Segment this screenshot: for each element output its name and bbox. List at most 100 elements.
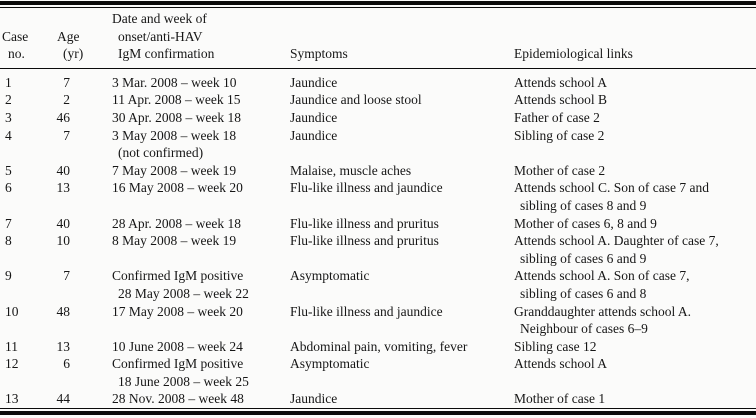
cell-line: 3 May 2008 – week 18 (112, 127, 237, 143)
case-no-cell: 5 (5, 162, 12, 178)
header-row: Case no. Age (yr) Date and week of onset… (0, 8, 756, 69)
symptoms-cell: Flu-like illness and jaundice (290, 180, 443, 196)
header-line: (yr) (63, 46, 84, 62)
cell-line: Neighbour of cases 6–9 (520, 321, 648, 337)
header-line: Epidemiological links (514, 46, 633, 62)
symptoms-cell: Jaundice (290, 127, 338, 143)
cell-line: 28 Apr. 2008 – week 18 (112, 215, 241, 231)
cell-line: 3 Mar. 2008 – week 10 (112, 74, 237, 90)
date-week-cell: 11 Apr. 2008 – week 15 (110, 91, 290, 109)
epidemiological-links-cell: Attends school B (514, 91, 756, 109)
age-cell: 7 (63, 127, 70, 143)
case-no-cell: 2 (5, 92, 12, 108)
cell-line: Mother of case 2 (514, 162, 606, 178)
symptoms-cell: Flu-like illness and pruritus (290, 215, 439, 231)
case-no-cell: 11 (5, 338, 18, 354)
header-epidemiological-links: Epidemiological links (514, 8, 756, 69)
cell-line: 8 May 2008 – week 19 (112, 233, 237, 249)
cell-line: Attends school C. Son of case 7 and (514, 180, 709, 196)
age-cell: 13 (56, 180, 71, 196)
age-cell: 10 (56, 233, 71, 249)
epidemiological-links-cell: Mother of case 1 (514, 390, 756, 408)
cell-line: 30 Apr. 2008 – week 18 (112, 109, 241, 125)
table-row: 6 13 16 May 2008 – week 20 Flu-like illn… (0, 179, 756, 214)
case-no-cell: 10 (5, 303, 19, 319)
symptoms-cell: Asymptomatic (290, 356, 370, 372)
symptoms-cell: Flu-like illness and jaundice (290, 303, 443, 319)
table-top-double-rule (0, 1, 756, 8)
case-no-cell: 13 (5, 391, 19, 407)
symptoms-cell: Jaundice (290, 109, 338, 125)
cell-line: Confirmed IgM positive (112, 268, 244, 284)
date-week-cell: 8 May 2008 – week 19 (110, 232, 290, 267)
epidemiological-links-cell: Attends school A. Son of case 7,sibling … (514, 267, 756, 302)
age-cell: 40 (56, 215, 71, 231)
table-row: 2 2 11 Apr. 2008 – week 15 Jaundice and … (0, 91, 756, 109)
date-week-cell: 10 June 2008 – week 24 (110, 338, 290, 356)
table-bottom-double-rule (0, 408, 756, 416)
age-cell: 48 (56, 303, 71, 319)
epidemiological-links-cell: Mother of cases 6, 8 and 9 (514, 215, 756, 233)
table-row: 11 13 10 June 2008 – week 24 Abdominal p… (0, 338, 756, 356)
cell-line: Mother of case 1 (514, 391, 606, 407)
table-row: 8 10 8 May 2008 – week 19 Flu-like illne… (0, 232, 756, 267)
case-no-cell: 4 (5, 127, 12, 143)
cell-line: sibling of cases 6 and 8 (520, 285, 647, 301)
date-week-cell: 3 May 2008 – week 18(not confirmed) (110, 127, 290, 162)
header-age: Age (yr) (52, 8, 110, 69)
case-no-cell: 6 (5, 180, 12, 196)
case-no-cell: 9 (5, 268, 12, 284)
header-line: no. (8, 46, 25, 62)
header-line: Case (2, 28, 29, 44)
cell-line: 7 May 2008 – week 19 (112, 162, 237, 178)
age-cell: 6 (63, 356, 70, 372)
age-cell: 40 (56, 162, 71, 178)
header-line: IgM confirmation (118, 46, 215, 62)
symptoms-cell: Jaundice and loose stool (290, 92, 422, 108)
cell-line: 18 June 2008 – week 25 (118, 373, 249, 389)
cell-line: Father of case 2 (514, 109, 600, 125)
cell-line: Attends school A (514, 74, 607, 90)
table-row: 10 48 17 May 2008 – week 20 Flu-like ill… (0, 303, 756, 338)
case-table: Case no. Age (yr) Date and week of onset… (0, 8, 756, 408)
date-week-cell: 28 Apr. 2008 – week 18 (110, 215, 290, 233)
case-no-cell: 7 (5, 215, 12, 231)
table-row: 5 40 7 May 2008 – week 19 Malaise, muscl… (0, 162, 756, 180)
cell-line: Sibling of case 2 (514, 127, 605, 143)
case-no-cell: 3 (5, 109, 12, 125)
age-cell: 7 (63, 74, 70, 90)
header-line: Symptoms (290, 46, 348, 62)
epidemiological-links-cell: Attends school A. Daughter of case 7,sib… (514, 232, 756, 267)
cell-line: 28 Nov. 2008 – week 48 (112, 391, 244, 407)
table-row: 1 7 3 Mar. 2008 – week 10 Jaundice Atten… (0, 68, 756, 91)
header-line: Date and week of (112, 11, 207, 26)
header-line: onset/anti-HAV (118, 28, 203, 44)
cell-line: Sibling case 12 (514, 338, 597, 354)
epidemiological-links-cell: Sibling of case 2 (514, 127, 756, 162)
header-symptoms: Symptoms (290, 8, 514, 69)
epidemiological-links-cell: Sibling case 12 (514, 338, 756, 356)
table-row: 4 7 3 May 2008 – week 18(not confirmed) … (0, 127, 756, 162)
table-body: 1 7 3 Mar. 2008 – week 10 Jaundice Atten… (0, 68, 756, 408)
age-cell: 46 (56, 109, 71, 125)
date-week-cell: 28 Nov. 2008 – week 48 (110, 390, 290, 408)
symptoms-cell: Asymptomatic (290, 268, 370, 284)
date-week-cell: 16 May 2008 – week 20 (110, 179, 290, 214)
age-cell: 7 (63, 268, 70, 284)
symptoms-cell: Jaundice (290, 74, 338, 90)
cell-line: Attends school A. Daughter of case 7, (514, 233, 719, 249)
case-no-cell: 12 (5, 356, 19, 372)
date-week-cell: 7 May 2008 – week 19 (110, 162, 290, 180)
symptoms-cell: Jaundice (290, 391, 338, 407)
table-row: 7 40 28 Apr. 2008 – week 18 Flu-like ill… (0, 215, 756, 233)
date-week-cell: 30 Apr. 2008 – week 18 (110, 109, 290, 127)
epidemiological-links-cell: Mother of case 2 (514, 162, 756, 180)
symptoms-cell: Malaise, muscle aches (290, 162, 412, 178)
cell-line: 16 May 2008 – week 20 (112, 180, 243, 196)
table-header: Case no. Age (yr) Date and week of onset… (0, 8, 756, 69)
